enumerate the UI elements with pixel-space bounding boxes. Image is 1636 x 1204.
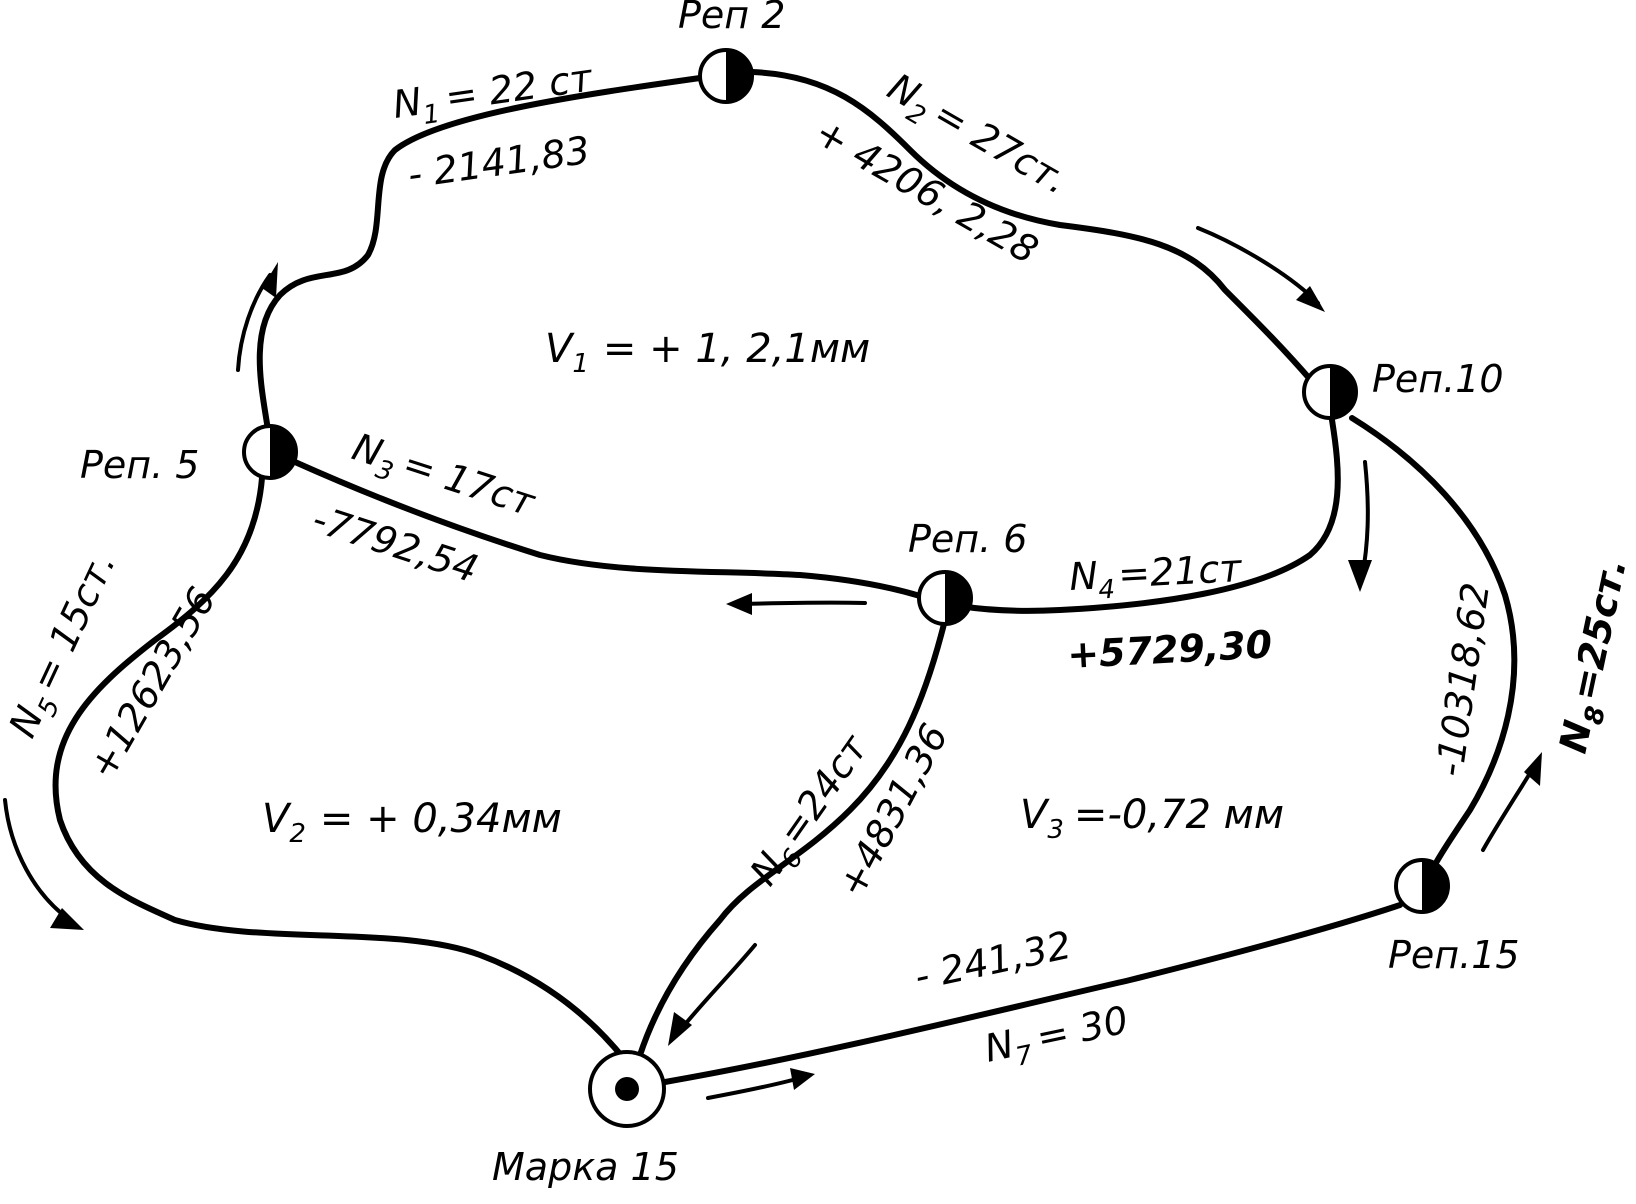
edge-n1-sub: 1 [421,99,442,131]
edge-n8 [1349,415,1518,873]
edge-n6 [637,617,948,1058]
edge-n5-count: = 15ст. [22,545,124,697]
loop-v2: V2 = + 0,34мм [262,796,562,849]
edge-n3 [292,459,923,599]
edge-n2 [749,69,1318,388]
loop-v3: V3 =-0,72 мм [1020,792,1284,845]
svg-text:N8=25ст.: N8=25ст. [1551,554,1636,758]
marker-marka15 [588,1050,666,1128]
arrow-n8 [1481,752,1542,852]
edge-n4-label: N4=21ст [1068,546,1245,607]
svg-text:N1= 22 ст: N1= 22 ст [390,55,597,135]
edge-n4-sub: 4 [1098,575,1116,606]
label-marka15: Марка 15 [492,1145,679,1189]
marker-rep5 [242,424,298,480]
edge-n8-sub: 8 [1579,703,1612,727]
edge-n7-count: = 30 [1033,998,1132,1060]
edge-n7-diff-group: - 241,32 [911,923,1075,999]
loop-v1-sub: 1 [572,349,589,379]
loop-labels: V1= + 1, 2,1мм V2= + 0,34мм V3=-0,72 мм [262,326,1284,849]
loop-v1-letter: V [545,326,575,372]
edge-n7-diff: - 241,32 [911,923,1075,999]
edge-n1 [256,75,703,433]
loop-v3-value: =-0,72 мм [1074,792,1284,838]
arrow-n6 [668,943,757,1046]
marker-rep6 [917,570,973,626]
edge-n7-sub: 7 [1013,1040,1036,1073]
edge-n7 [662,902,1403,1085]
marker-rep10 [1302,364,1358,420]
loop-v3-letter: V [1020,792,1050,838]
edge-n4-diff-group: +5729,30 [1066,622,1273,677]
edge-n1-diff-group: - 2141,83 [405,128,592,197]
edge-n3-diff: -7792,54 [307,497,483,592]
edge-n4-count: =21ст [1117,546,1244,596]
edge-n4-diff: +5729,30 [1066,622,1273,677]
edge-n1-letter: N [390,79,424,127]
edge-n8-diff-group: -10318,62 [1427,580,1498,779]
edge-n4-letter: N [1068,554,1099,599]
loop-v2-sub: 2 [289,819,306,849]
label-rep5: Реп. 5 [80,443,199,487]
edge-n8-diff: -10318,62 [1427,580,1498,779]
arrow-n2 [1196,226,1325,312]
loop-v1-value: = + 1, 2,1мм [603,326,870,372]
edge-n8-count: =25ст. [1562,554,1635,704]
loop-v3-sub: 3 [1047,815,1064,845]
label-rep15: Реп.15 [1388,933,1520,977]
label-rep2: Реп 2 [678,0,785,37]
loop-v2-value: = + 0,34мм [320,796,562,842]
edge-n1-diff: - 2141,83 [405,128,592,197]
arrow-n1 [236,262,278,372]
loop-v1: V1 = + 1, 2,1мм [545,326,870,379]
edge-n4 [957,417,1341,614]
benchmark-labels: Реп 2 Реп.10 Реп. 5 Реп. 6 Реп.15 Марка … [80,0,1520,1189]
benchmark-markers [242,48,1450,1128]
edge-n1-label: N1= 22 ст [390,55,597,135]
arrow-n4 [1348,460,1372,592]
marker-rep2 [698,48,754,104]
edge-n3-diff-group: -7792,54 [307,497,483,592]
arrow-n5 [3,798,84,930]
svg-text:N4=21ст: N4=21ст [1068,546,1245,607]
direction-arrows [3,226,1542,1100]
label-rep10: Реп.10 [1372,357,1504,401]
marker-rep15 [1394,858,1450,914]
edge-n5 [52,475,628,1063]
loop-v2-letter: V [262,796,292,842]
edges [52,69,1518,1085]
edge-labels: N1= 22 ст - 2141,83 N2= 27ст. + 4206, 2,… [0,55,1636,1073]
edge-n7-letter: N [981,1022,1018,1071]
edge-n8-label: N8=25ст. [1551,554,1636,758]
arrow-n3 [726,593,867,615]
label-rep6: Реп. 6 [908,517,1027,561]
arrow-n7 [706,1068,815,1100]
